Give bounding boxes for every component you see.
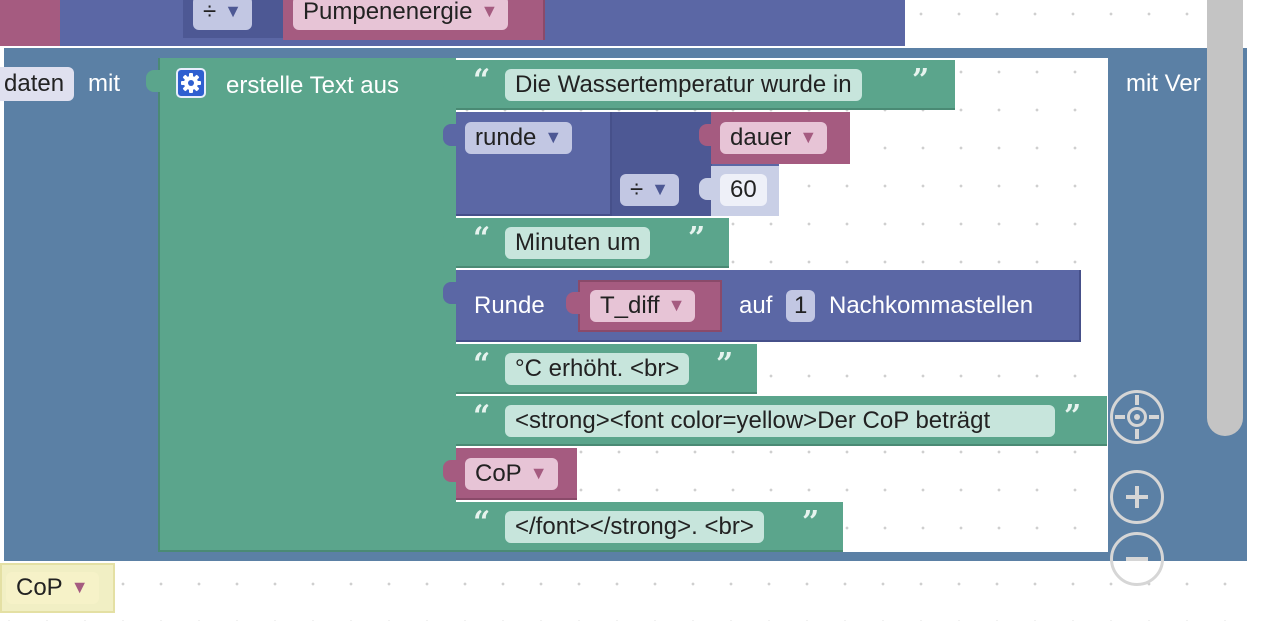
divisor-value: 60 (730, 176, 757, 203)
text-value-1: Die Wassertemperatur wurde in (515, 71, 852, 98)
open-quote-icon: “ (473, 505, 491, 540)
text-field-3[interactable]: °C erhöht. <br> (505, 353, 690, 385)
nachkomma-label: Nachkommastellen (829, 292, 1034, 319)
close-quote-icon: ” (716, 347, 734, 382)
pumpenenergie-dropdown[interactable]: Pumpenenergie ▼ (293, 0, 509, 30)
text-value-2: Minuten um (515, 229, 641, 256)
bottom-cop-block[interactable]: CoP ▼ (0, 563, 115, 613)
tdiff-dropdown[interactable]: T_diff ▼ (590, 290, 696, 322)
recenter-icon[interactable] (1110, 390, 1164, 444)
chevron-down-icon: ▼ (667, 295, 686, 315)
create-text-connector (146, 70, 160, 92)
auf-label: auf (739, 292, 773, 319)
dauer-var: dauer (730, 124, 792, 151)
tdiff-var: T_diff (600, 292, 660, 319)
chevron-down-icon: ▼ (529, 463, 548, 483)
chevron-down-icon: ▼ (651, 179, 669, 199)
text-block-3-connector (443, 356, 457, 378)
outer-left-label: daten (4, 70, 65, 97)
close-quote-icon: ” (1064, 399, 1082, 434)
text-field-4[interactable]: <strong><font color=yellow>Der CoP beträ… (505, 405, 1055, 437)
dauer-connector (699, 124, 713, 146)
chevron-down-icon: ▼ (224, 1, 242, 21)
top-divide-op: ÷ (203, 0, 217, 25)
zoom-out-icon[interactable] (1110, 532, 1164, 586)
chevron-down-icon: ▼ (480, 1, 499, 21)
outer-right-label: mit Ver (1126, 70, 1201, 97)
text-value-5: </font></strong>. <br> (515, 513, 754, 540)
cop-dropdown[interactable]: CoP ▼ (465, 458, 558, 490)
top-pumpenenergie-block[interactable]: Pumpenenergie ▼ (283, 0, 545, 40)
bottom-cop-dropdown[interactable]: CoP ▼ (6, 572, 99, 604)
text-value-3: °C erhöht. <br> (515, 355, 680, 382)
text-value-4: <strong><font color=yellow>Der CoP beträ… (515, 407, 991, 434)
chevron-down-icon: ▼ (70, 577, 89, 597)
bottom-cop-var: CoP (16, 574, 63, 601)
top-divide-dropdown[interactable]: ÷▼ (193, 0, 252, 30)
number-connector (699, 178, 713, 200)
close-quote-icon: ” (802, 505, 820, 540)
text-field-1[interactable]: Die Wassertemperatur wurde in (505, 69, 862, 101)
text-block-2-connector (443, 230, 457, 252)
open-quote-icon: “ (473, 347, 491, 382)
chevron-down-icon: ▼ (544, 127, 563, 147)
round-decimals-block[interactable] (456, 270, 1081, 342)
round-label: Runde (474, 292, 545, 319)
round-op-dropdown[interactable]: runde ▼ (465, 122, 573, 154)
outer-left-field[interactable]: daten (0, 67, 75, 101)
gear-icon[interactable] (176, 68, 206, 98)
decimals-value: 1 (794, 292, 808, 319)
cop-var-connector (443, 460, 457, 482)
top-pink-block[interactable] (0, 0, 60, 46)
round-op: runde (475, 124, 537, 151)
decimals-field[interactable]: 1 (786, 290, 816, 322)
vertical-scrollbar-thumb[interactable] (1207, 0, 1243, 436)
zoom-in-icon[interactable] (1110, 470, 1164, 524)
divide-dropdown[interactable]: ÷▼ (620, 174, 679, 206)
text-field-2[interactable]: Minuten um (505, 227, 651, 259)
divide-op: ÷ (630, 176, 644, 203)
text-block-5-connector (443, 514, 457, 536)
close-quote-icon: ” (688, 221, 706, 256)
tdiff-connector (566, 292, 580, 314)
text-block-1-connector (443, 72, 457, 94)
text-block-4-connector (443, 408, 457, 430)
open-quote-icon: “ (473, 63, 491, 98)
close-quote-icon: ” (912, 63, 930, 98)
top-divide-block[interactable]: ÷▼ (183, 0, 283, 38)
divisor-field[interactable]: 60 (720, 174, 767, 206)
dauer-dropdown[interactable]: dauer ▼ (720, 122, 828, 154)
cop-var: CoP (475, 460, 522, 487)
chevron-down-icon: ▼ (799, 127, 818, 147)
text-field-5[interactable]: </font></strong>. <br> (505, 511, 764, 543)
open-quote-icon: “ (473, 221, 491, 256)
create-text-label: erstelle Text aus (226, 72, 399, 99)
open-quote-icon: “ (473, 399, 491, 434)
round-decimals-connector (443, 282, 457, 304)
outer-mit-label: mit (88, 70, 120, 97)
create-text-block[interactable] (158, 58, 456, 552)
pumpenenergie-var: Pumpenenergie (303, 0, 473, 25)
round-block-connector (443, 124, 457, 146)
